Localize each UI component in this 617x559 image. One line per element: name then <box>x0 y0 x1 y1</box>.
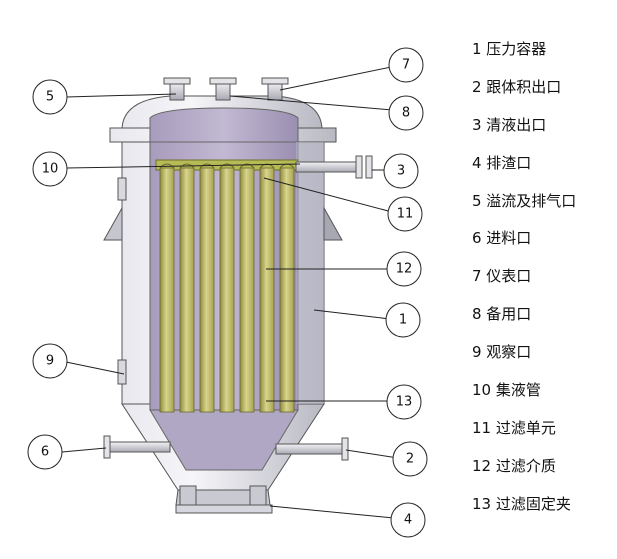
legend-item-7: 7 仪表口 <box>472 267 532 286</box>
legend-item-2: 2 跟体积出口 <box>472 77 562 96</box>
legend-item-13: 13 过滤固定夹 <box>472 494 571 513</box>
callout-2-label: 2 <box>406 452 414 467</box>
callout-10-label: 10 <box>42 162 59 177</box>
filter-elements <box>159 163 295 413</box>
legend-item-6: 6 进料口 <box>472 229 532 248</box>
callout-4-label: 4 <box>404 513 412 528</box>
callout-9-label: 9 <box>46 354 54 369</box>
callout-8-label: 8 <box>402 106 410 121</box>
callout-5-label: 5 <box>46 90 54 105</box>
callout-3 <box>383 153 419 189</box>
legend-item-12: 12 过滤介质 <box>472 456 556 475</box>
callout-7-label: 7 <box>402 58 410 73</box>
legend-item-1: 1 压力容器 <box>472 40 547 58</box>
callout-13-label: 13 <box>396 395 413 410</box>
legend-item-4: 4 排渣口 <box>472 153 532 172</box>
callout-1 <box>385 302 421 338</box>
callout-7 <box>388 47 424 83</box>
callout-3-label: 3 <box>397 164 405 179</box>
callout-6 <box>27 434 63 470</box>
callout-1-label: 1 <box>399 313 407 328</box>
callout-4 <box>390 502 426 538</box>
callout-5 <box>32 79 68 115</box>
legend-item-11: 11 过滤单元 <box>472 418 556 437</box>
legend-item-8: 8 备用口 <box>472 305 532 324</box>
callout-12-label: 12 <box>396 262 413 277</box>
callout-10 <box>32 151 68 187</box>
callout-6-label: 6 <box>41 445 49 460</box>
nozzles <box>103 77 373 461</box>
callout-13 <box>386 384 422 420</box>
callout-2 <box>392 441 428 477</box>
callout-8 <box>388 95 424 131</box>
callout-numbers: 5 7 8 10 3 11 12 1 9 13 6 2 4 <box>41 58 414 528</box>
callout-11 <box>387 196 423 232</box>
callout-9 <box>32 343 68 379</box>
callouts <box>27 47 428 538</box>
legend-item-10: 10 集液管 <box>472 381 541 400</box>
legend-item-5: 5 溢流及排气口 <box>472 191 577 210</box>
callout-11-label: 11 <box>397 207 414 222</box>
callout-12 <box>386 251 422 287</box>
legend-item-3: 3 清液出口 <box>472 115 547 134</box>
parts-legend: 1 压力容器 2 跟体积出口 3 清液出口 4 排渣口 5 溢流及排气口 6 进… <box>472 38 612 531</box>
legend-item-9: 9 观察口 <box>472 343 532 362</box>
